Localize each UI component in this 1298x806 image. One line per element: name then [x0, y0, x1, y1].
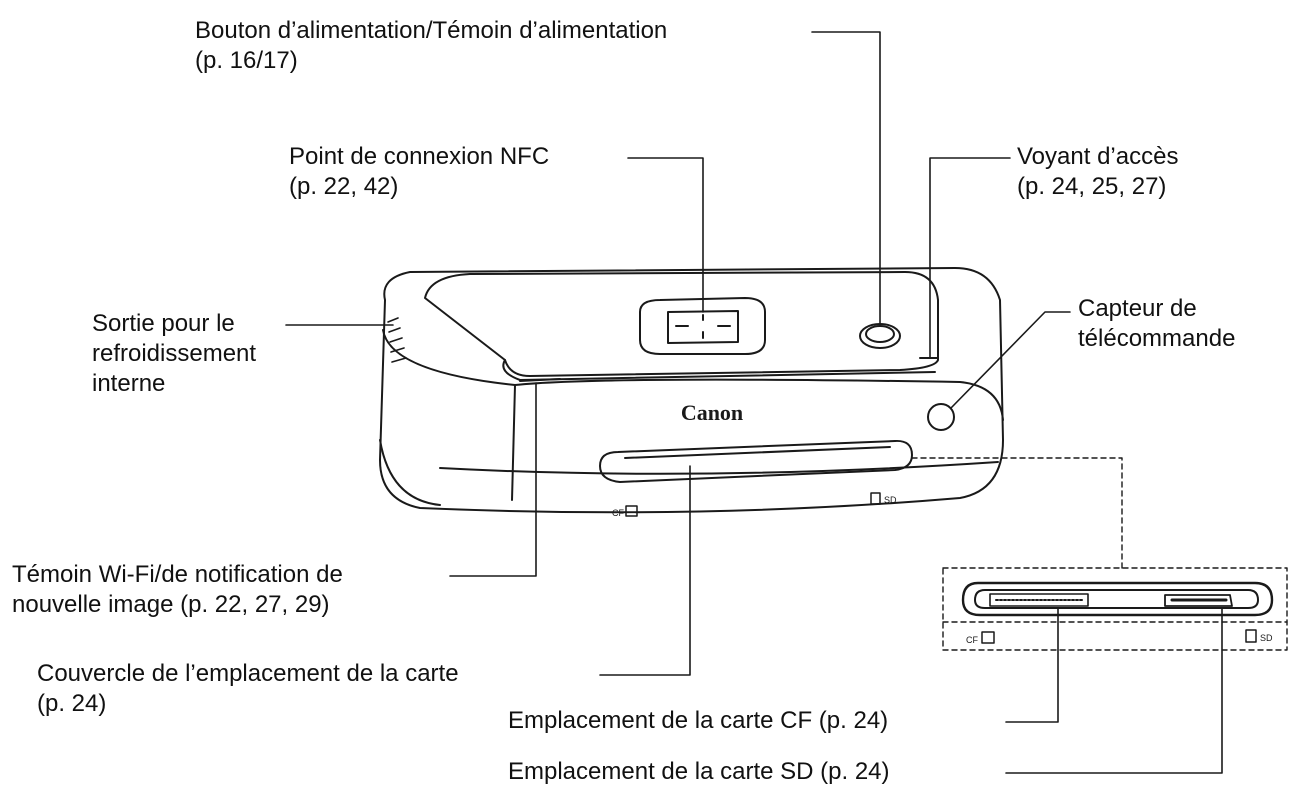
label-cooling-line3: interne: [92, 370, 166, 397]
label-power-line2: (p. 16/17): [195, 47, 298, 74]
label-sd-slot-line1: Emplacement de la carte SD (p. 24): [508, 758, 890, 785]
nfc-point: [639, 297, 766, 355]
label-nfc: Point de connexion NFC (p. 22, 42): [289, 142, 549, 202]
device-body: [379, 267, 1004, 514]
label-wifi-line1: Témoin Wi-Fi/de notification de: [12, 561, 343, 588]
brand-logo: Canon: [681, 400, 743, 425]
label-power-line1: Bouton d’alimentation/Témoin d’alimentat…: [195, 17, 668, 44]
label-cf-slot: Emplacement de la carte CF (p. 24): [508, 706, 888, 736]
label-cover: Couvercle de l’emplacement de la carte (…: [37, 659, 459, 719]
label-cover-line1: Couvercle de l’emplacement de la carte: [37, 660, 459, 687]
label-wifi-line2: nouvelle image (p. 22, 27, 29): [12, 591, 330, 618]
label-cooling-line1: Sortie pour le: [92, 310, 235, 337]
top-lid: [424, 271, 939, 381]
cooling-vents: [387, 317, 407, 363]
leader-access: [929, 157, 1011, 358]
label-nfc-line1: Point de connexion NFC: [289, 143, 550, 170]
wifi-lamp: [519, 378, 561, 382]
leader-sd: [1005, 608, 1223, 774]
label-wifi: Témoin Wi-Fi/de notification de nouvelle…: [12, 560, 343, 620]
label-sd-slot: Emplacement de la carte SD (p. 24): [508, 757, 890, 787]
label-nfc-line2: (p. 22, 42): [289, 173, 399, 200]
sd-mark: SD: [884, 495, 897, 505]
sd-slot-icon: [870, 492, 881, 505]
leader-cf: [1005, 608, 1059, 723]
label-access-line1: Voyant d’accès: [1017, 143, 1179, 170]
remote-sensor: [927, 403, 955, 431]
power-button: [859, 323, 901, 349]
leader-cover: [599, 465, 691, 676]
leader-nfc: [627, 157, 704, 313]
leader-remote: [950, 311, 1071, 409]
leader-wifi: [449, 382, 537, 577]
inset-connector: [911, 457, 1123, 569]
cf-slot: [989, 593, 1089, 607]
cf-slot-icon: [625, 505, 638, 517]
label-remote: Capteur de télécommande: [1078, 294, 1235, 354]
inset-sd-icon: [1245, 629, 1257, 643]
label-remote-line2: télécommande: [1078, 325, 1236, 352]
label-power: Bouton d’alimentation/Témoin d’alimentat…: [195, 16, 667, 76]
inset-cf-mark: CF: [966, 635, 978, 645]
label-remote-line1: Capteur de: [1078, 295, 1197, 322]
label-cooling: Sortie pour le refroidissement interne: [92, 309, 256, 399]
slot-inset: [942, 567, 1288, 651]
label-cooling-line2: refroidissement: [92, 340, 257, 367]
sd-slot: [1164, 594, 1233, 607]
label-cf-slot-line1: Emplacement de la carte CF (p. 24): [508, 707, 889, 734]
leader-power: [811, 31, 881, 325]
label-access: Voyant d’accès (p. 24, 25, 27): [1017, 142, 1178, 202]
label-cover-line2: (p. 24): [37, 690, 107, 717]
label-access-line2: (p. 24, 25, 27): [1017, 173, 1167, 200]
card-slot-cover: [599, 439, 913, 483]
cf-mark: CF: [612, 508, 624, 518]
inset-cf-icon: [981, 631, 995, 644]
inset-sd-mark: SD: [1260, 633, 1273, 643]
